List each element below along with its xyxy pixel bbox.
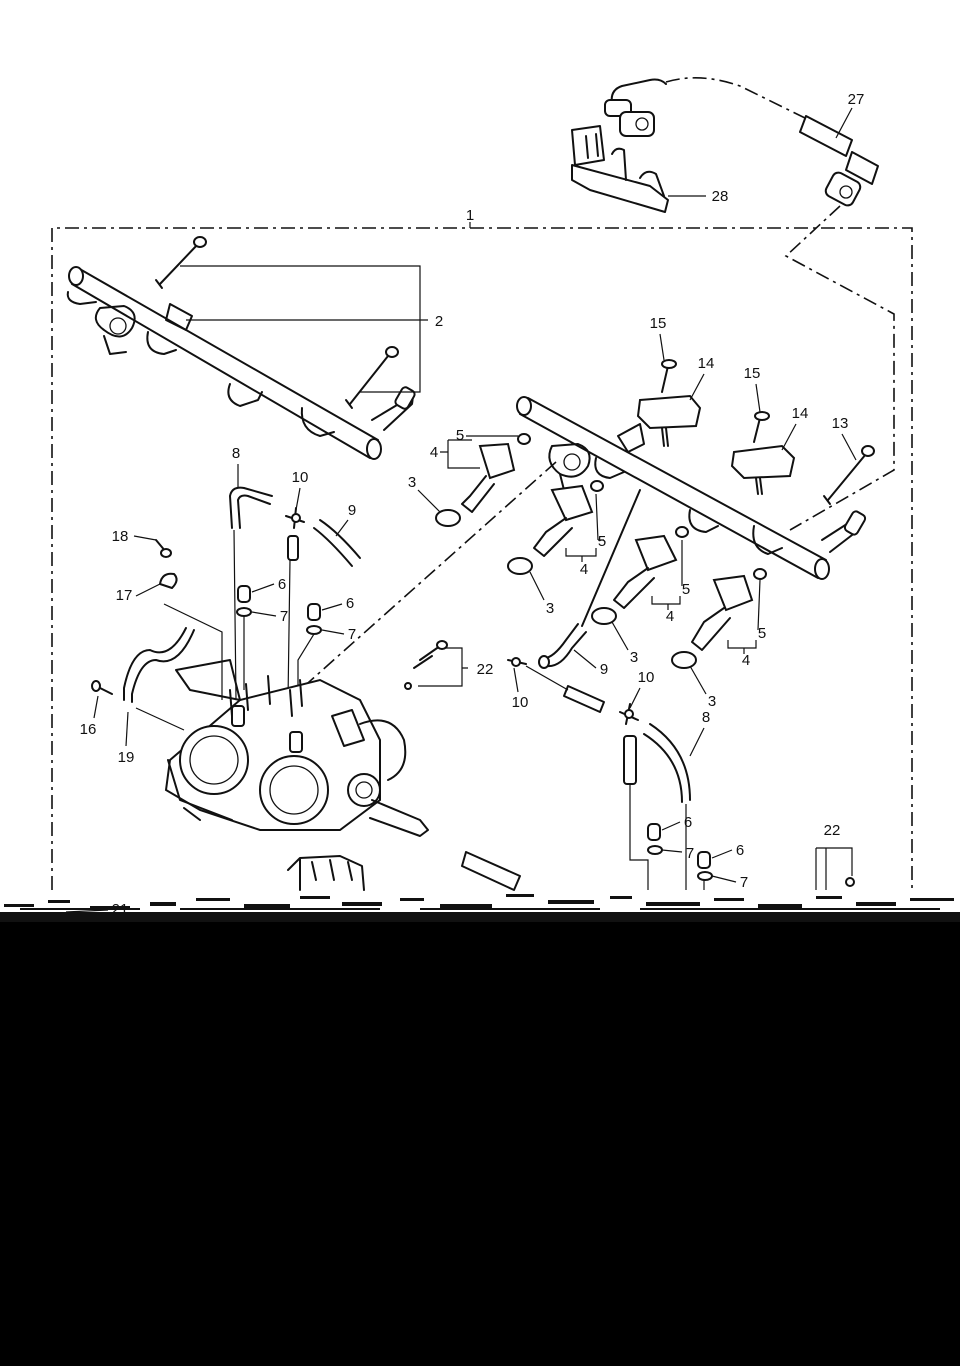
callout-5c: 5	[682, 581, 690, 598]
throttle-shaft	[461, 851, 521, 891]
callout-2: 2	[435, 313, 443, 330]
caps-6-7-right	[647, 823, 713, 881]
callout-3a: 3	[408, 474, 416, 491]
callout-4d: 4	[742, 652, 750, 669]
callout-19: 19	[118, 749, 135, 766]
callout-6a: 6	[278, 576, 286, 593]
fittings-22a	[404, 640, 448, 690]
callout-4b: 4	[580, 561, 588, 578]
callout-22b: 22	[824, 822, 841, 839]
callout-13: 13	[832, 415, 849, 432]
caps-6-7-left	[236, 585, 322, 635]
callout-8b: 8	[702, 709, 710, 726]
leader-lines-right	[629, 784, 705, 890]
bracket-22a	[418, 647, 468, 687]
callout-6c: 6	[684, 814, 692, 831]
callout-22a: 22	[477, 661, 494, 678]
callout-15a: 15	[650, 315, 667, 332]
injector-4a	[435, 433, 531, 527]
callout-14a: 14	[698, 355, 715, 372]
callout-1: 1	[466, 207, 474, 224]
callout-15b: 15	[744, 365, 761, 382]
callout-17: 17	[116, 587, 133, 604]
callout-6d: 6	[736, 842, 744, 859]
callout-7c: 7	[686, 845, 694, 862]
callout-3b: 3	[546, 600, 554, 617]
sensor-connector	[287, 855, 365, 891]
hose-short	[525, 665, 605, 713]
hose-8b	[643, 723, 691, 803]
t-fitting-10a	[285, 507, 305, 529]
hose-clip-28	[571, 125, 669, 213]
callout-7a: 7	[280, 608, 288, 625]
black-area	[0, 922, 960, 1366]
callout-4a: 4	[430, 444, 438, 461]
scan-noise-band	[0, 894, 960, 922]
callout-3d: 3	[708, 693, 716, 710]
fitting-10b	[507, 657, 527, 667]
injector-4b	[507, 480, 604, 575]
leader-lines-left	[135, 529, 315, 731]
hose-vertical	[623, 735, 637, 785]
callout-27: 27	[848, 91, 865, 108]
callout-3c: 3	[630, 649, 638, 666]
diagram-sheet: 1 2 27 28 15 15 14 14 13 5 4 3 5 4 3 5 4…	[0, 0, 960, 922]
fuel-hose-27	[604, 77, 879, 207]
callout-10b: 10	[512, 694, 529, 711]
screw-18	[155, 539, 172, 558]
hose-9b	[538, 489, 641, 669]
bolt-16	[91, 680, 113, 695]
throttle-body	[164, 659, 429, 837]
callout-16: 16	[80, 721, 97, 738]
callout-5d: 5	[758, 625, 766, 642]
callout-7d: 7	[740, 874, 748, 891]
callout-6b: 6	[346, 595, 354, 612]
bolt-13	[823, 445, 875, 505]
callout-5b: 5	[598, 533, 606, 550]
pressure-sensor-14a	[636, 394, 702, 447]
hose-8a	[229, 486, 273, 529]
callout-4c: 4	[666, 608, 674, 625]
hose-routing-line	[784, 205, 895, 531]
rail-to-throttle-line	[299, 461, 557, 691]
callout-18: 18	[112, 528, 129, 545]
callout-9b: 9	[600, 661, 608, 678]
callout-7b: 7	[348, 626, 356, 643]
injector-4d	[671, 568, 767, 669]
callout-28: 28	[712, 188, 729, 205]
fuel-rail-upper	[66, 266, 416, 460]
clip-17	[159, 572, 178, 589]
rail-bolts-2	[155, 236, 399, 409]
callouts: 1 2 27 28 15 15 14 14 13 5 4 3 5 4 3 5 4…	[65, 91, 865, 918]
screw-15a	[661, 359, 677, 393]
pressure-sensor-14b	[730, 444, 796, 495]
callout-9a: 9	[348, 502, 356, 519]
callout-10a: 10	[292, 469, 309, 486]
fittings-22b	[815, 847, 855, 890]
exploded-parts-diagram: 1 2 27 28 15 15 14 14 13 5 4 3 5 4 3 5 4…	[51, 77, 913, 918]
callout-10c: 10	[638, 669, 655, 686]
fitting-10c	[619, 703, 639, 725]
injector-4c	[591, 526, 689, 625]
callout-5a: 5	[456, 427, 464, 444]
screw-15b	[753, 411, 770, 443]
hose-19	[123, 627, 195, 703]
hose-9a	[287, 519, 361, 567]
callout-14b: 14	[792, 405, 809, 422]
assembly-boundary	[51, 227, 913, 890]
callout-8a: 8	[232, 445, 240, 462]
